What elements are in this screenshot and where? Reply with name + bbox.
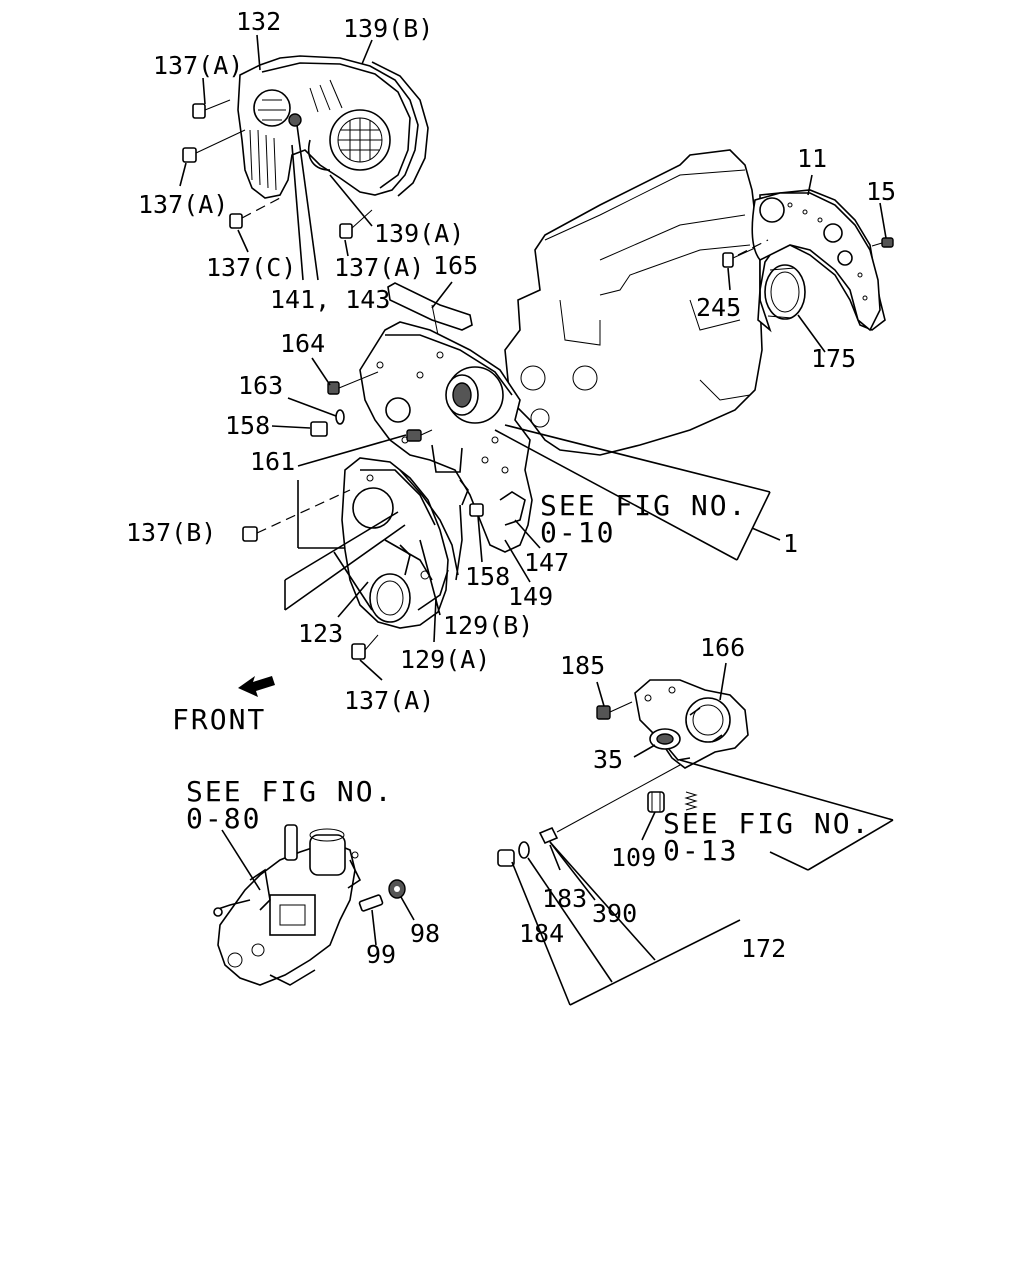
- upper-timing-cover: [237, 55, 429, 199]
- callout-1: 1: [783, 529, 798, 558]
- front-plate: [359, 321, 533, 553]
- callout-166: 166: [700, 633, 745, 662]
- oil-seal-rear: [764, 264, 806, 320]
- callout-158-right: 158: [465, 562, 510, 591]
- callout-11: 11: [797, 144, 827, 173]
- bolt-158-left: [310, 421, 328, 437]
- callout-139a: 139(A): [374, 219, 464, 248]
- callout-245: 245: [696, 293, 741, 322]
- callout-172: 172: [741, 934, 786, 963]
- bolt-15: [871, 237, 894, 248]
- callout-labels: 132 139(B) 137(A) 137(A) 137(C) 137(A) 1…: [126, 7, 896, 969]
- bolt-161: [406, 429, 433, 442]
- callout-158-left: 158: [225, 411, 270, 440]
- bolt-137b: [242, 489, 351, 542]
- valve-109: [647, 791, 665, 813]
- callout-175: 175: [811, 344, 856, 373]
- gasket-129: [399, 469, 463, 581]
- callout-164: 164: [280, 329, 325, 358]
- callout-137c: 137(C): [206, 253, 296, 282]
- callout-165: 165: [433, 251, 478, 280]
- see-fig-0-13-line1: SEE FIG NO.: [663, 807, 870, 840]
- callout-15: 15: [866, 177, 896, 206]
- callout-149: 149: [508, 582, 553, 611]
- callout-129b: 129(B): [443, 611, 533, 640]
- callout-137a-1: 137(A): [153, 51, 243, 80]
- callout-161: 161: [250, 447, 295, 476]
- callout-137a-3: 137(A): [334, 253, 424, 282]
- bolt-137a-upper1: [192, 99, 231, 119]
- callout-185: 185: [560, 651, 605, 680]
- see-fig-0-80-line1: SEE FIG NO.: [186, 775, 393, 808]
- bolt-137c: [229, 197, 281, 229]
- oil-seal-123: [369, 573, 411, 623]
- callout-123: 123: [298, 619, 343, 648]
- callout-129a: 129(A): [400, 645, 490, 674]
- callout-147: 147: [524, 548, 569, 577]
- bolt-245: [722, 239, 769, 268]
- callout-183: 183: [542, 884, 587, 913]
- see-fig-0-13-line2: 0-13: [663, 834, 738, 867]
- spring-109: [684, 791, 698, 811]
- bolt-158-right: [469, 503, 484, 517]
- plug-390: [538, 764, 681, 845]
- seal-35: [649, 728, 681, 750]
- callout-163: 163: [238, 371, 283, 400]
- callout-137a-2: 137(A): [138, 190, 228, 219]
- figure-references: SEE FIG NO. 0-10 SEE FIG NO. 0-80 SEE FI…: [186, 489, 870, 867]
- callout-184: 184: [519, 919, 564, 948]
- callout-98: 98: [410, 919, 440, 948]
- washer-163: [335, 409, 345, 425]
- callout-141-143: 141, 143: [270, 285, 390, 314]
- see-fig-0-10-line1: SEE FIG NO.: [540, 489, 747, 522]
- lower-timing-cover: [341, 457, 449, 629]
- bolt-137a-upper2: [182, 129, 246, 163]
- oil-pump-166: [634, 679, 749, 769]
- callout-109: 109: [611, 843, 656, 872]
- bolt-185: [596, 701, 633, 720]
- callout-390: 390: [592, 899, 637, 928]
- front-arrow-icon: [238, 676, 275, 697]
- callout-35: 35: [593, 745, 623, 774]
- plug-184: [497, 849, 515, 867]
- nut-98: [388, 879, 406, 899]
- callout-139b: 139(B): [343, 14, 433, 43]
- stud-99: [358, 894, 384, 912]
- leader-lines: [179, 34, 894, 1006]
- bolt-137a-lower: [351, 634, 379, 660]
- callout-137b: 137(B): [126, 518, 216, 547]
- washer-183: [518, 841, 530, 859]
- see-fig-0-10-line2: 0-10: [540, 516, 615, 549]
- bolt-164: [327, 371, 379, 395]
- see-fig-0-80-line2: 0-80: [186, 802, 261, 835]
- callout-132: 132: [236, 7, 281, 36]
- front-direction-label: FRONT: [172, 703, 266, 736]
- bolt-137a-upper3: [339, 209, 373, 239]
- injection-pump: [213, 824, 362, 986]
- callout-137a-4: 137(A): [344, 686, 434, 715]
- rear-plate: [751, 189, 886, 333]
- callout-99: 99: [366, 940, 396, 969]
